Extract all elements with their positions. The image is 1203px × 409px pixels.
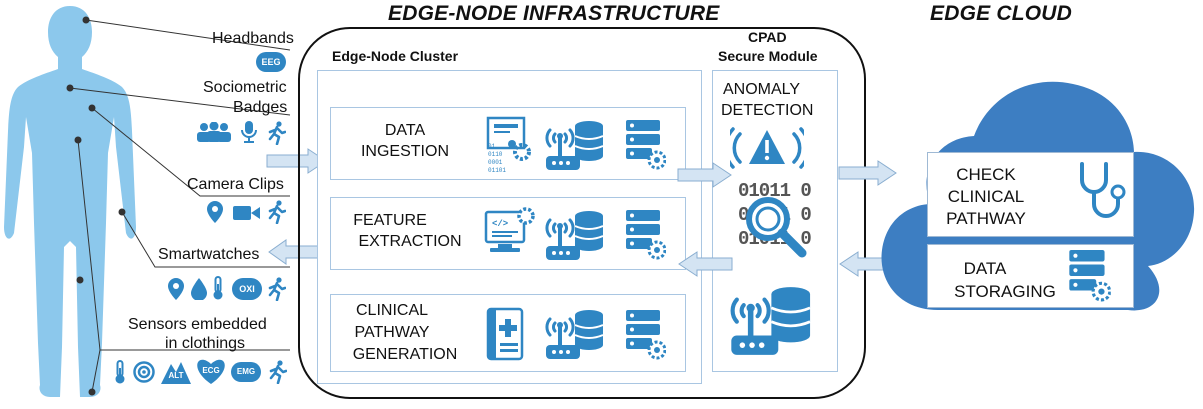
location-pin-icon xyxy=(168,278,184,300)
server-gear-icon xyxy=(626,310,666,360)
magnifier-icon xyxy=(746,197,807,258)
sensor-label-smartwatches: Smartwatches xyxy=(158,246,260,263)
cloud-check-line2: CLINICAL xyxy=(947,187,1025,206)
runner-icon xyxy=(266,277,286,301)
stage-feature-extraction-line2: EXTRACTION xyxy=(358,233,462,250)
cloud-check-line1: CHECK xyxy=(956,165,1016,184)
ecg-heart-badge: ECG xyxy=(196,358,226,384)
alt-badge-text: ALT xyxy=(168,371,184,380)
server-gear-icon xyxy=(626,210,666,260)
stage-feature-extraction xyxy=(330,197,686,270)
video-camera-icon xyxy=(233,206,260,220)
wifi-database-router-icon xyxy=(544,307,604,362)
stage-clinical-line3: GENERATION xyxy=(352,346,458,363)
ecg-badge-text: ECG xyxy=(202,366,220,375)
sensor-label-badges: Badges xyxy=(233,99,288,116)
cloud-check-line3: PATHWAY xyxy=(946,209,1026,228)
svg-text:0001: 0001 xyxy=(488,159,503,166)
stage-clinical-line1: CLINICAL xyxy=(355,302,429,319)
sensor-connector-lines xyxy=(66,16,291,396)
droplet-icon xyxy=(191,278,207,300)
wifi-database-router-icon xyxy=(544,118,604,173)
sensor-label-sociometric: Sociometric xyxy=(203,79,287,96)
thermometer-icon xyxy=(114,360,126,384)
edge-node-infrastructure-container xyxy=(298,27,866,399)
runner-icon xyxy=(266,121,286,145)
thermometer-icon xyxy=(212,276,224,300)
location-pin-icon xyxy=(207,201,223,223)
human-body-figure xyxy=(4,6,136,397)
anomaly-detection-line2: DETECTION xyxy=(721,102,814,119)
data-document-gears-icon: 01 0110 0001 01101 xyxy=(486,116,531,172)
eeg-badge: EEG xyxy=(256,52,286,72)
cluster-title: Edge-Node Cluster xyxy=(332,48,459,64)
svg-text:</>: </> xyxy=(492,219,508,229)
sensor-label-camera-clips: Camera Clips xyxy=(187,176,284,193)
svg-text:0110: 0110 xyxy=(488,151,503,158)
arrow-secure-module-to-cluster xyxy=(678,251,733,277)
anomaly-detection-line1: ANOMALY xyxy=(723,81,801,98)
alert-triangle-icon xyxy=(730,127,804,169)
cloud-storage-line1: DATA xyxy=(963,259,1007,278)
header-edge-node-infrastructure: EDGE-NODE INFRASTRUCTURE xyxy=(388,2,720,25)
cloud-check-clinical-pathway xyxy=(927,152,1134,237)
wifi-database-router-icon xyxy=(544,208,604,263)
svg-text:01: 01 xyxy=(488,143,496,150)
sensor-label-sensors-embedded: Sensors embedded xyxy=(128,316,267,333)
clinical-folder-icon xyxy=(486,307,524,361)
code-monitor-gear-icon: </> xyxy=(484,207,535,252)
cloud-storage-line2: STORAGING xyxy=(954,282,1056,301)
microphone-icon xyxy=(241,121,257,143)
oxi-badge: OXI xyxy=(232,278,262,300)
arrow-ingestion-to-secure-module xyxy=(677,162,732,188)
stethoscope-icon xyxy=(1080,162,1126,218)
group-icon xyxy=(197,122,231,142)
target-icon xyxy=(133,361,155,383)
server-gear-icon xyxy=(626,120,666,170)
runner-icon xyxy=(266,200,286,224)
svg-text:01101: 01101 xyxy=(488,167,506,172)
server-gear-icon xyxy=(1068,250,1112,302)
alt-badge: ALT xyxy=(161,360,191,384)
header-edge-cloud: EDGE CLOUD xyxy=(930,2,1073,25)
binary-row-1: 01011 0 xyxy=(738,180,812,202)
secure-module-title: Secure Module xyxy=(718,48,818,64)
secure-module-title-cpad: CPAD xyxy=(748,29,787,45)
stage-data-ingestion-line2: INGESTION xyxy=(360,143,449,160)
stage-feature-extraction-line1: FEATURE xyxy=(353,212,427,229)
wifi-database-router-icon xyxy=(728,283,812,359)
sensor-label-in-clothings: in clothings xyxy=(165,335,246,352)
arrow-secure-module-to-cloud xyxy=(838,160,897,186)
stage-clinical-line2: PATHWAY xyxy=(354,324,430,341)
emg-badge: EMG xyxy=(231,362,261,382)
runner-icon xyxy=(267,360,287,384)
stage-data-ingestion-line1: DATA xyxy=(384,122,426,139)
sensor-label-headbands: Headbands xyxy=(212,30,294,47)
